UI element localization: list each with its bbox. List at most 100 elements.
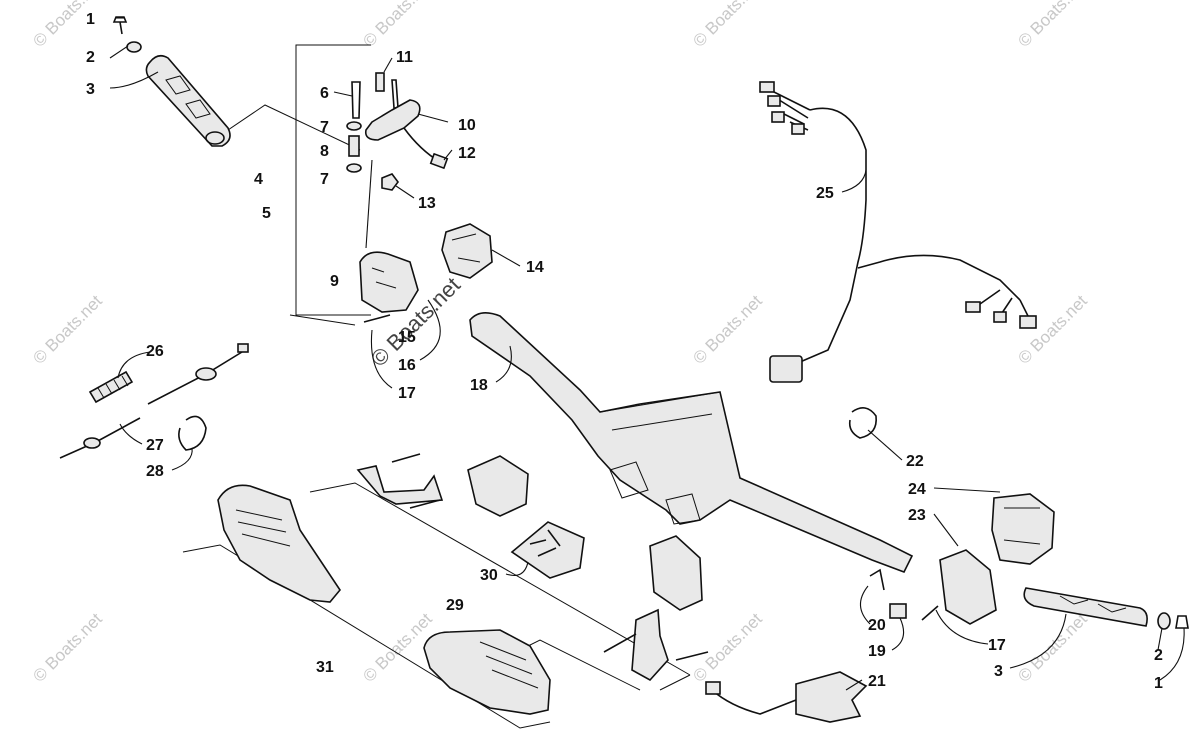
grip-leader	[227, 104, 361, 151]
callout-27: 27	[146, 437, 164, 454]
right-controls	[705, 407, 1189, 723]
leader-2b	[1157, 627, 1163, 651]
right-end-washer	[1157, 612, 1171, 630]
cable-end	[237, 343, 249, 353]
callout-28: 28	[146, 463, 164, 480]
end-cap-screw	[112, 16, 128, 35]
leader-3a	[109, 71, 159, 89]
handlebar-tube	[469, 312, 914, 574]
left-grip-end	[205, 131, 225, 145]
right-grip	[1023, 587, 1148, 627]
leader-12	[443, 149, 453, 161]
watermark: © Boats.net	[359, 0, 436, 51]
callout-8: 8	[320, 143, 329, 160]
callout-1: 1	[86, 11, 95, 28]
retainer-clip	[391, 79, 399, 109]
connector-top-2	[767, 95, 781, 107]
right-housing-screw	[921, 605, 939, 621]
watermark: © Boats.net	[1014, 609, 1091, 686]
right-mount-block	[649, 535, 703, 611]
leader-25	[841, 169, 867, 193]
callout-7: 7	[320, 171, 329, 188]
callout-10: 10	[458, 117, 476, 134]
housing-screw	[363, 314, 391, 323]
bracket-5	[289, 314, 356, 326]
housing-leader	[365, 159, 373, 249]
heater-wire	[869, 568, 885, 591]
callout-24: 24	[908, 481, 926, 498]
bracket-29	[309, 482, 691, 676]
callout-4: 4	[254, 171, 263, 188]
hand-guard-mount-left	[356, 465, 444, 505]
watermark: © Boats.net	[689, 291, 766, 368]
leader-26	[117, 351, 151, 379]
hardware-screws	[529, 529, 561, 557]
left-grip	[145, 54, 231, 147]
hand-guards	[217, 484, 551, 715]
callout-16: 16	[398, 357, 416, 374]
leader-11	[383, 57, 393, 73]
leader-28	[171, 447, 193, 471]
leader-17b	[935, 609, 989, 645]
leader-6	[333, 91, 353, 97]
callout-23: 23	[908, 507, 926, 524]
callout-17: 17	[988, 637, 1006, 654]
watermark: © Boats.net	[29, 609, 106, 686]
kill-switch-detail	[451, 233, 481, 263]
end-cap-washer	[126, 41, 142, 53]
connector-top-1	[759, 81, 775, 93]
cable-lower	[59, 417, 141, 459]
spacer-sleeve	[348, 135, 360, 157]
leader-17a	[370, 329, 393, 389]
leader-3b	[1009, 613, 1067, 669]
mount-bolt-1	[391, 453, 421, 463]
group-brackets	[182, 44, 691, 729]
handlebar	[469, 312, 914, 574]
leader-lines	[109, 17, 1185, 691]
connector-right-1	[965, 301, 981, 313]
bushing	[375, 72, 385, 92]
throttle-connector	[429, 152, 449, 170]
watermark: © Boats.net	[29, 291, 106, 368]
throttle-lever	[364, 99, 421, 141]
cable-spring-coils	[97, 375, 129, 399]
leader-19	[891, 617, 905, 651]
callout-3: 3	[994, 663, 1003, 680]
callout-19: 19	[868, 643, 886, 660]
callout-18: 18	[470, 377, 488, 394]
callout-2: 2	[86, 49, 95, 66]
right-switch-housing	[991, 493, 1055, 565]
hand-guard-lower-vents	[479, 641, 539, 689]
pivot-pin	[351, 81, 361, 119]
washer-lower	[346, 163, 362, 173]
leader-23	[933, 513, 959, 547]
connector-top-4	[791, 123, 805, 135]
watermark: © Boats.net	[1014, 291, 1091, 368]
callout-17: 17	[398, 385, 416, 402]
callout-1: 1	[1154, 675, 1163, 692]
callout-26: 26	[146, 343, 164, 360]
leader-30	[505, 561, 529, 577]
leader-27	[119, 423, 143, 445]
leader-18	[495, 345, 512, 383]
hand-guard-lower	[423, 629, 551, 715]
watermark: © Boats.net	[689, 609, 766, 686]
callout-30: 30	[480, 567, 498, 584]
kill-switch	[441, 223, 493, 279]
callout-11: 11	[396, 49, 413, 66]
callout-9: 9	[330, 273, 339, 290]
callout-20: 20	[868, 617, 886, 634]
nut	[381, 173, 399, 191]
leader-1b	[1159, 627, 1185, 681]
grip-warmer-module	[795, 671, 868, 723]
connector-right-3	[1019, 315, 1037, 329]
mount-bolt-2	[409, 499, 441, 509]
throttle-lever-parts	[346, 72, 449, 191]
hand-guard-mount-right	[631, 608, 669, 682]
leader-16	[419, 299, 441, 361]
leader-20	[859, 585, 871, 625]
grip-heater-terminal	[889, 603, 907, 619]
leader-10	[417, 113, 449, 123]
callout-12: 12	[458, 145, 476, 162]
